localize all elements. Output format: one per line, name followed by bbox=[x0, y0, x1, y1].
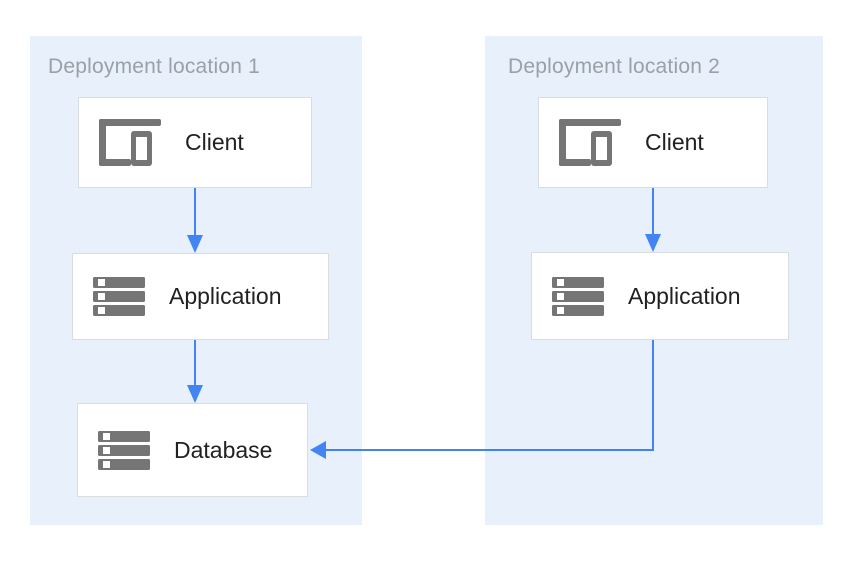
devices-icon bbox=[99, 119, 161, 166]
arrow-application1-to-database-line bbox=[194, 340, 196, 385]
node-label: Application bbox=[628, 282, 741, 309]
server-stack-icon bbox=[552, 276, 604, 316]
arrow-down-icon bbox=[187, 235, 203, 253]
arrow-left-icon bbox=[310, 441, 326, 459]
node-label: Database bbox=[174, 436, 273, 463]
devices-icon bbox=[559, 119, 621, 166]
node-application-1: Application bbox=[72, 253, 329, 340]
node-client-2: Client bbox=[538, 97, 768, 188]
server-stack-icon bbox=[98, 430, 150, 470]
arrow-down-icon bbox=[645, 234, 661, 252]
arrow-client2-to-application2-line bbox=[652, 188, 654, 234]
server-stack-icon bbox=[93, 277, 145, 316]
node-label: Application bbox=[169, 283, 282, 309]
arrow-down-icon bbox=[187, 385, 203, 403]
node-label: Client bbox=[185, 129, 244, 155]
node-application-2: Application bbox=[531, 252, 789, 340]
panel-title-deployment-location-1: Deployment location 1 bbox=[48, 55, 260, 78]
node-client-1: Client bbox=[78, 97, 312, 188]
panel-title-deployment-location-2: Deployment location 2 bbox=[508, 55, 720, 78]
arrow-application2-to-database-horizontal-line bbox=[326, 449, 654, 451]
node-label: Client bbox=[645, 129, 704, 155]
arrow-application2-to-database-vertical-line bbox=[652, 340, 654, 450]
arrow-client1-to-application1-line bbox=[194, 188, 196, 235]
node-database: Database bbox=[77, 403, 308, 497]
